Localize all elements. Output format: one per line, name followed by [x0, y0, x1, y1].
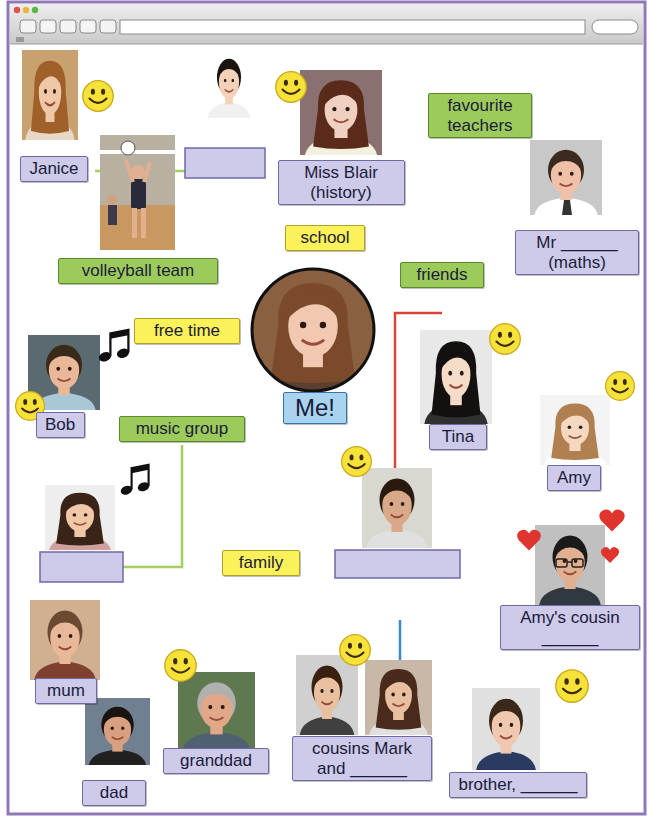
photo-granddad — [178, 672, 255, 750]
name-label: granddad — [163, 748, 269, 774]
smiley-icon — [340, 635, 371, 666]
toolbar-edge — [10, 44, 643, 45]
label-text: Miss Blair (history) — [286, 163, 397, 202]
smiley-icon — [165, 650, 197, 682]
label-text: Amy's cousin ______ — [508, 608, 632, 647]
teacher-label: Mr ______ (maths) — [515, 230, 639, 275]
nav-button — [20, 20, 36, 33]
blank-name-box — [185, 148, 265, 178]
blank-name-box — [335, 550, 460, 578]
label-text: school — [293, 228, 357, 248]
nav-button — [80, 20, 96, 33]
tie — [562, 200, 572, 215]
smiley-icon — [556, 670, 588, 702]
label-text: friends — [408, 265, 476, 285]
name-label: Tina — [429, 424, 487, 450]
label-text: music group — [127, 419, 237, 439]
photo-me-ring — [252, 269, 374, 391]
photo-maths-teacher — [530, 140, 602, 215]
heart-icon — [601, 547, 619, 563]
name-label: cousins Mark and ______ — [292, 736, 432, 781]
label-text: Me! — [292, 394, 338, 422]
branch-line — [399, 620, 402, 660]
smiley-icon — [606, 372, 635, 401]
label-text: Amy — [555, 468, 593, 488]
label-text: mum — [43, 681, 89, 701]
centre-box: Me! — [283, 392, 347, 424]
photo-brother — [472, 688, 540, 770]
nav-button — [100, 20, 116, 33]
category-box: favourite teachers — [428, 93, 532, 138]
label-text: favourite teachers — [436, 96, 524, 135]
label-text: dad — [90, 783, 138, 803]
photo-dad — [85, 698, 150, 765]
window-button — [32, 7, 38, 13]
name-label: brother, ______ — [449, 772, 587, 798]
label-text: Tina — [437, 427, 479, 447]
name-label: Bob — [36, 412, 85, 438]
search-field — [592, 20, 638, 34]
photo-music-girl — [45, 485, 115, 550]
heart-icon — [517, 530, 541, 551]
name-label: Amy — [547, 465, 601, 491]
label-text: granddad — [171, 751, 261, 771]
photo-mark — [296, 655, 358, 735]
url-field — [120, 20, 585, 34]
label-text: Mr ______ (maths) — [523, 233, 631, 272]
photo-amys-cousin — [535, 525, 605, 605]
smiley-icon — [342, 447, 372, 477]
smiley-icon — [490, 324, 521, 355]
window-button — [14, 7, 20, 13]
label-text: family — [230, 553, 292, 573]
window-button — [23, 7, 29, 13]
photo-me — [251, 268, 375, 392]
topic-box: school — [285, 225, 365, 251]
smiley-icon — [276, 72, 307, 103]
music-note — [98, 330, 131, 363]
photo-cousin — [365, 660, 432, 735]
category-box: friends — [400, 262, 484, 288]
branch-line — [123, 445, 182, 567]
label-text: free time — [142, 321, 232, 341]
label-text: Janice — [28, 159, 80, 179]
photo-miss-blair — [300, 70, 382, 155]
name-label: Janice — [20, 156, 88, 182]
name-label: dad — [82, 780, 146, 806]
category-box: volleyball team — [58, 258, 218, 284]
heart-icon — [599, 510, 624, 532]
category-box: music group — [119, 416, 245, 442]
label-text: cousins Mark and ______ — [300, 739, 424, 778]
photo-tina — [420, 330, 492, 424]
nav-button — [60, 20, 76, 33]
photo-amy — [540, 395, 610, 465]
nav-button — [40, 20, 56, 33]
label-text: volleyball team — [66, 261, 210, 281]
photo-janice — [22, 50, 78, 140]
blank-name-box — [40, 552, 123, 582]
browser-frame — [8, 2, 645, 814]
name-label: Amy's cousin ______ — [500, 605, 640, 650]
name-label: mum — [35, 678, 97, 704]
photo-volleyball — [100, 135, 175, 250]
smiley-icon — [83, 81, 114, 112]
photo-girl — [205, 50, 253, 118]
photo-mum — [30, 600, 100, 680]
photo-friend-boy — [362, 468, 432, 548]
glasses — [556, 559, 583, 567]
music-note — [119, 465, 150, 497]
label-text: Bob — [44, 415, 77, 435]
teacher-label: Miss Blair (history) — [278, 160, 405, 205]
browser-toolbar — [10, 4, 643, 44]
label-text: brother, ______ — [457, 775, 579, 795]
bookmark-icon — [16, 37, 24, 42]
topic-box: free time — [134, 318, 240, 344]
topic-box: family — [222, 550, 300, 576]
